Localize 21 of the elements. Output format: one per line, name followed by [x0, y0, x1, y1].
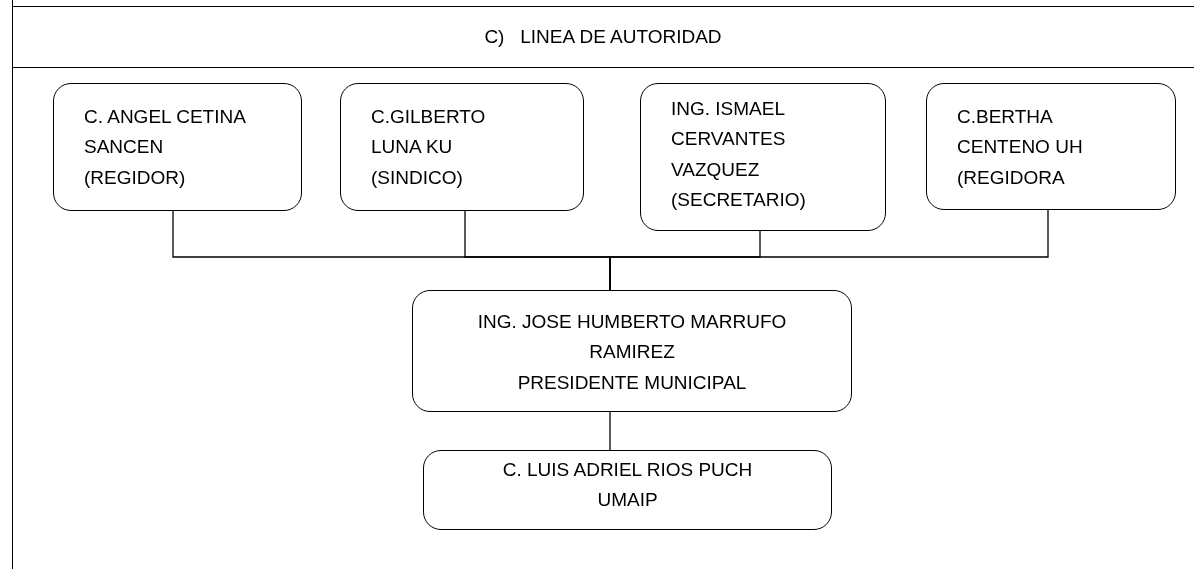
connector-line	[609, 411, 611, 451]
role-text: UMAIP	[597, 488, 658, 513]
role-text: PRESIDENTE MUNICIPAL	[517, 370, 747, 395]
role-text: (SECRETARIO)	[671, 188, 806, 213]
connector-line	[609, 209, 1049, 291]
role-text: (REGIDOR)	[84, 165, 186, 190]
person-name: C. LUIS ADRIEL RIOS PUCH	[502, 458, 753, 482]
org-box	[53, 83, 302, 211]
role-text: (REGIDORA	[957, 165, 1065, 190]
title: C) LINEA DE AUTORIDAD	[484, 24, 722, 49]
person-name: C.BERTHA CENTENO UH	[957, 105, 1084, 160]
person-name: C. ANGEL CETINA SANCEN	[84, 105, 247, 160]
org-box	[423, 450, 832, 530]
org-box	[412, 290, 852, 412]
person-name: C.GILBERTO LUNA KU	[371, 105, 487, 160]
org-box	[340, 83, 584, 211]
org-box	[926, 83, 1176, 210]
person-name: ING. ISMAEL CERVANTES VAZQUEZ	[671, 97, 787, 182]
org-box	[640, 83, 886, 231]
person-name: ING. JOSE HUMBERTO MARRUFO RAMIREZ	[476, 310, 788, 365]
role-text: (SINDICO)	[371, 165, 463, 190]
